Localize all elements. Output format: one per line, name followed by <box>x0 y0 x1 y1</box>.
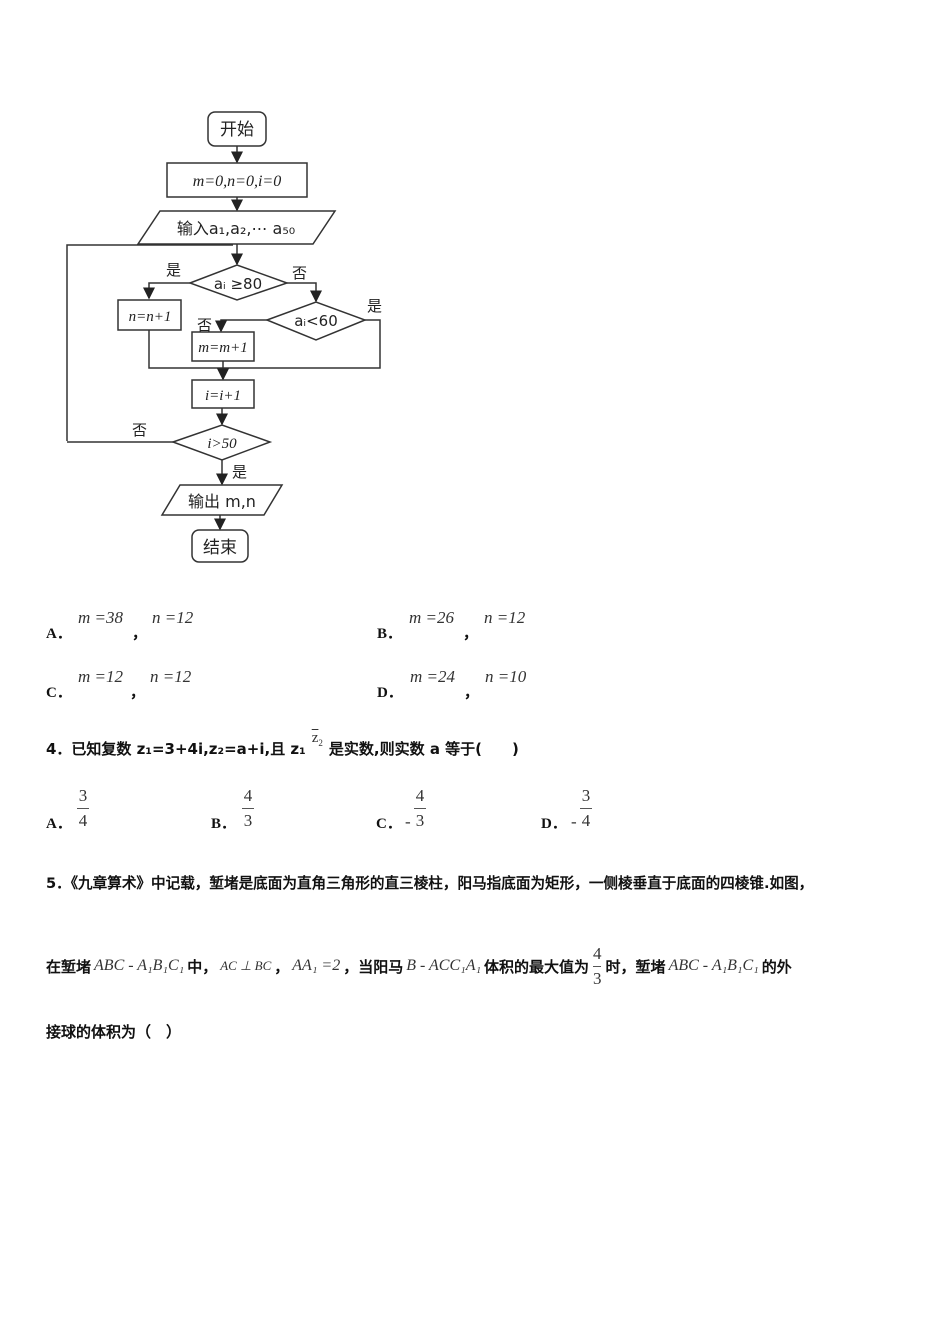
minus-sign: - <box>405 812 411 831</box>
comma: ， <box>132 626 148 642</box>
q5-text: 时，堑堵 <box>605 957 666 976</box>
q5-math: ABC - A₁B₁C₁ <box>94 957 185 974</box>
cond1-label: aᵢ ≥80 <box>214 275 262 293</box>
q5-text: 的外 <box>761 957 792 976</box>
decision-gt50 <box>170 424 273 461</box>
comma: ， <box>464 685 480 701</box>
i-increment-label: i=i+1 <box>205 388 241 404</box>
init-label: m=0,n=0,i=0 <box>193 173 281 190</box>
q5-text: 体积的最大值为 <box>484 957 590 976</box>
end-terminal <box>191 529 249 563</box>
flowchart: 开始 m=0,n=0,i=0 输入a₁,a₂,⋯ a₅₀ aᵢ ≥80 aᵢ<6… <box>66 111 382 563</box>
cond3-label: i>50 <box>207 436 237 452</box>
q5-math: AA₁ =2 <box>292 957 341 974</box>
option-m: m =24 <box>410 667 455 686</box>
input-label: 输入a₁,a₂,⋯ a₅₀ <box>177 219 295 238</box>
question-4: 4．已知复数 z₁=3+4i,z₂=a+i,且 z₁ z 2 是实数,则实数 a… <box>46 730 519 759</box>
option-letter: B． <box>211 816 237 832</box>
output-label: 输出 m,n <box>188 492 256 511</box>
q4-text-end: 是实数,则实数 a 等于( ) <box>328 740 519 758</box>
option-letter: D． <box>541 816 567 832</box>
q4-conjugate-z: z <box>311 729 319 746</box>
option-letter: D． <box>377 685 403 701</box>
option-n: n =12 <box>484 608 526 627</box>
start-label: 开始 <box>220 120 254 140</box>
yes-label-3: 是 <box>232 463 247 481</box>
q5-line-3: 接球的体积为（ ） <box>46 1023 182 1041</box>
q5-text: ，当阳马 <box>343 957 404 976</box>
option-n: n =10 <box>485 667 527 686</box>
yes-label-2: 是 <box>367 297 382 315</box>
q4-conjugate-sub: 2 <box>318 737 323 748</box>
minus-sign: - <box>571 812 577 831</box>
option-m: m =12 <box>78 667 123 686</box>
option-n: n =12 <box>152 608 194 627</box>
comma: ， <box>130 685 146 701</box>
q5-text: ， <box>274 957 290 976</box>
q5-line-2: 在堑堵 ABC - A₁B₁C₁ 中， AC ⊥ BC ， AA₁ =2 ，当阳… <box>46 934 792 998</box>
option-m: m =26 <box>409 608 454 627</box>
no-label-2: 否 <box>197 316 212 334</box>
option-letter: A． <box>46 816 72 832</box>
q5-text: 在堑堵 <box>46 957 92 976</box>
no-label-3: 否 <box>132 421 147 439</box>
q4-text-start: 4．已知复数 z₁=3+4i,z₂=a+i,且 z₁ <box>46 740 306 758</box>
option-letter: C． <box>46 685 72 701</box>
q5-line-1: 5．《九章算术》中记载，堑堵是底面为直角三角形的直三棱柱，阳马指底面为矩形，一侧… <box>46 875 814 892</box>
q5-text: 中， <box>187 957 218 976</box>
q4-conjugate: z 2 <box>312 730 323 748</box>
m-increment-label: m=m+1 <box>198 340 247 356</box>
option-letter: A． <box>46 626 72 642</box>
option-letter: B． <box>377 626 403 642</box>
no-label-1: 否 <box>292 264 307 282</box>
option-letter: C． <box>376 816 402 832</box>
n-increment-label: n=n+1 <box>129 309 172 325</box>
i-increment-box <box>191 379 255 409</box>
q5-math: AC ⊥ BC <box>220 958 272 973</box>
input-parallelogram <box>136 210 337 245</box>
yes-label-1: 是 <box>166 261 181 279</box>
q5-math: B - ACC₁A₁ <box>406 957 482 974</box>
end-label: 结束 <box>203 538 237 558</box>
q5-math: ABC - A₁B₁C₁ <box>668 957 759 974</box>
option-n: n =12 <box>150 667 192 686</box>
comma: ， <box>463 626 479 642</box>
option-m: m =38 <box>78 608 123 627</box>
cond2-label: aᵢ<60 <box>294 312 338 330</box>
output-parallelogram <box>160 484 284 516</box>
